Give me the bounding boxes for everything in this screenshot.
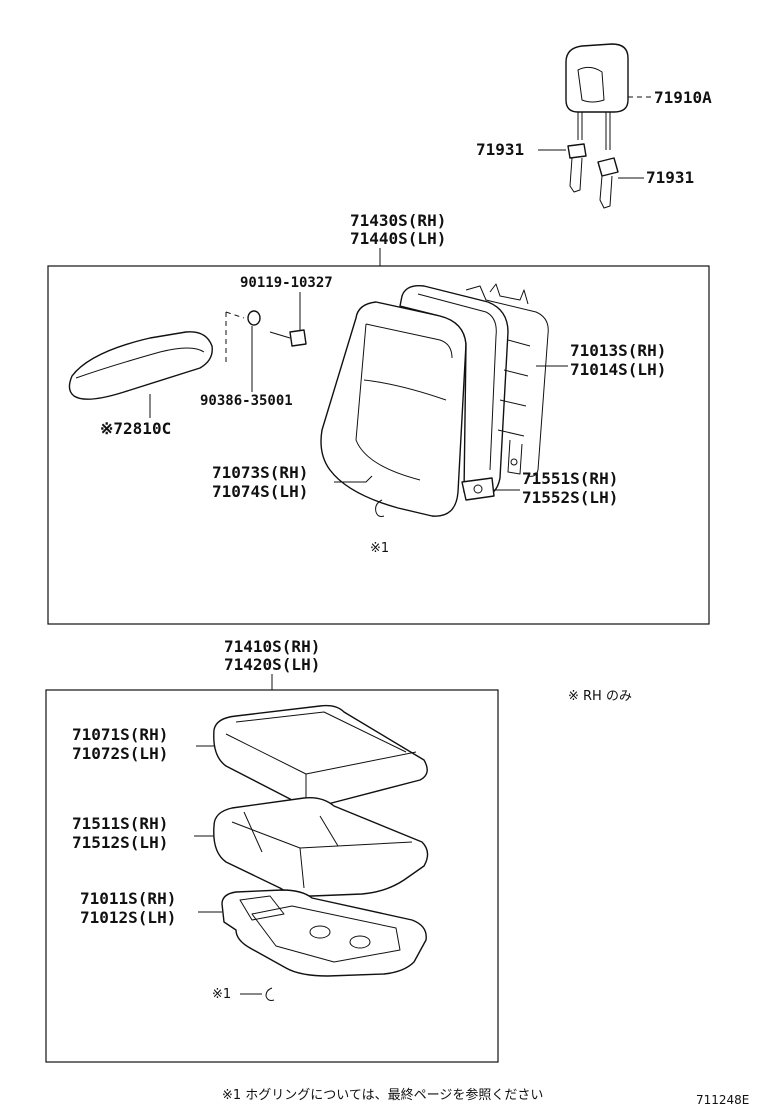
headrest-support-left[interactable]: 71931 <box>476 140 587 193</box>
seatback-pad-hole <box>473 484 483 494</box>
frame-hole <box>510 458 518 466</box>
seatback-pad-bracket <box>461 477 495 501</box>
seatback-cover-seam-side <box>355 323 421 481</box>
seatback-cover-group: 71073S(RH) 71074S(LH) <box>212 301 467 517</box>
support-left-body <box>569 157 583 193</box>
headrest-support-right[interactable]: 71931 <box>597 157 694 209</box>
cushion-frame-hole-b <box>349 935 371 949</box>
note-rh-only: ※ RH のみ <box>568 689 632 704</box>
bushing-group: 90386-35001 <box>200 310 293 409</box>
label-71511s-rh[interactable]: 71511S(RH) <box>72 814 168 833</box>
label-71014s-lh[interactable]: 71014S(LH) <box>570 360 666 379</box>
screw-shank <box>269 331 291 339</box>
label-71551s-rh[interactable]: 71551S(RH) <box>522 469 618 488</box>
screw-head[interactable] <box>289 329 307 347</box>
cushion-assembly-labels: 71410S(RH) 71420S(LH) <box>224 637 320 690</box>
seatback-pad-group: 71551S(RH) 71552S(LH) <box>399 285 618 507</box>
label-71074s-lh[interactable]: 71074S(LH) <box>212 482 308 501</box>
armrest-edge <box>75 347 205 379</box>
seatback-frame-top <box>489 283 529 305</box>
seatback-frame-outline <box>465 285 549 477</box>
label-71011s-rh[interactable]: 71011S(RH) <box>80 889 176 908</box>
cushion-pad-group: 71511S(RH) 71512S(LH) <box>72 796 429 897</box>
footnote: ※1 ホグリングについては、最終ページを参照ください <box>222 1087 543 1103</box>
label-71071s-rh[interactable]: 71071S(RH) <box>72 725 168 744</box>
seatback-hog-ring-ref: ※1 <box>370 541 389 556</box>
label-71012s-lh[interactable]: 71012S(LH) <box>80 908 176 927</box>
seatback-assembly-labels: 71430S(RH) 71440S(LH) <box>350 211 446 266</box>
label-90119-10327[interactable]: 90119-10327 <box>240 275 333 291</box>
label-71512s-lh[interactable]: 71512S(LH) <box>72 833 168 852</box>
cushion-cover-group: 71071S(RH) 71072S(LH) <box>72 704 428 808</box>
seatback-cover-seam-top <box>365 323 453 359</box>
seatback-assembly-frame <box>47 265 710 625</box>
seatback-frame-spring <box>497 339 531 437</box>
label-71072s-lh[interactable]: 71072S(LH) <box>72 744 168 763</box>
hog-ring-icon-cushion <box>265 987 275 1001</box>
seatback-pad-edge <box>417 293 497 471</box>
bushing[interactable] <box>247 310 261 326</box>
cushion-frame-inner <box>251 905 401 963</box>
cushion-frame-rail <box>239 895 285 921</box>
cushion-frame-group: 71011S(RH) 71012S(LH) <box>80 889 427 977</box>
label-71410s-rh[interactable]: 71410S(RH) <box>224 637 320 656</box>
label-71440s-lh[interactable]: 71440S(LH) <box>350 229 446 248</box>
label-71013s-rh[interactable]: 71013S(RH) <box>570 341 666 360</box>
leader-cover <box>334 475 373 483</box>
cushion-pad-groove-b <box>243 811 339 889</box>
label-90386-35001[interactable]: 90386-35001 <box>200 393 293 409</box>
cushion-cover[interactable] <box>213 704 428 808</box>
support-left-cap <box>567 143 587 159</box>
seatback-pad[interactable] <box>399 285 509 498</box>
screw-group: 90119-10327 <box>240 275 333 347</box>
armrest-group: ※72810C <box>68 331 213 438</box>
label-71073s-rh[interactable]: 71073S(RH) <box>212 463 308 482</box>
headrest-pad-inner <box>577 66 605 103</box>
mount-line-a <box>225 311 245 319</box>
support-right-cap <box>597 157 619 177</box>
cushion-hog-ring-ref: ※1 <box>212 987 231 1002</box>
cushion-assembly-frame <box>45 689 499 1063</box>
label-71430s-rh[interactable]: 71430S(RH) <box>350 211 446 230</box>
figure-code: 711248E <box>696 1093 749 1107</box>
label-71931-right[interactable]: 71931 <box>646 168 694 187</box>
armrest[interactable] <box>68 331 213 400</box>
label-71552s-lh[interactable]: 71552S(LH) <box>522 488 618 507</box>
support-right-body <box>599 175 613 209</box>
label-72810c[interactable]: ※72810C <box>100 419 171 438</box>
seatback-frame-group: 71013S(RH) 71014S(LH) <box>465 283 666 477</box>
label-71420s-lh[interactable]: 71420S(LH) <box>224 655 320 674</box>
label-71910a[interactable]: 71910A <box>654 88 712 107</box>
cushion-cover-seam-b <box>235 711 407 753</box>
hog-ring-icon <box>375 499 385 517</box>
cushion-frame-hole-a <box>309 925 331 939</box>
seatback-frame-leg <box>507 439 523 475</box>
label-71931-left[interactable]: 71931 <box>476 140 524 159</box>
seatback-cover-seam-mid <box>363 379 447 401</box>
headrest-group: 71910A <box>565 43 712 150</box>
seatback-cover[interactable] <box>320 301 467 517</box>
cushion-hog-ring: ※1 <box>212 987 275 1002</box>
seatback-hog-ring: ※1 <box>370 499 389 556</box>
cushion-frame[interactable] <box>221 889 427 977</box>
